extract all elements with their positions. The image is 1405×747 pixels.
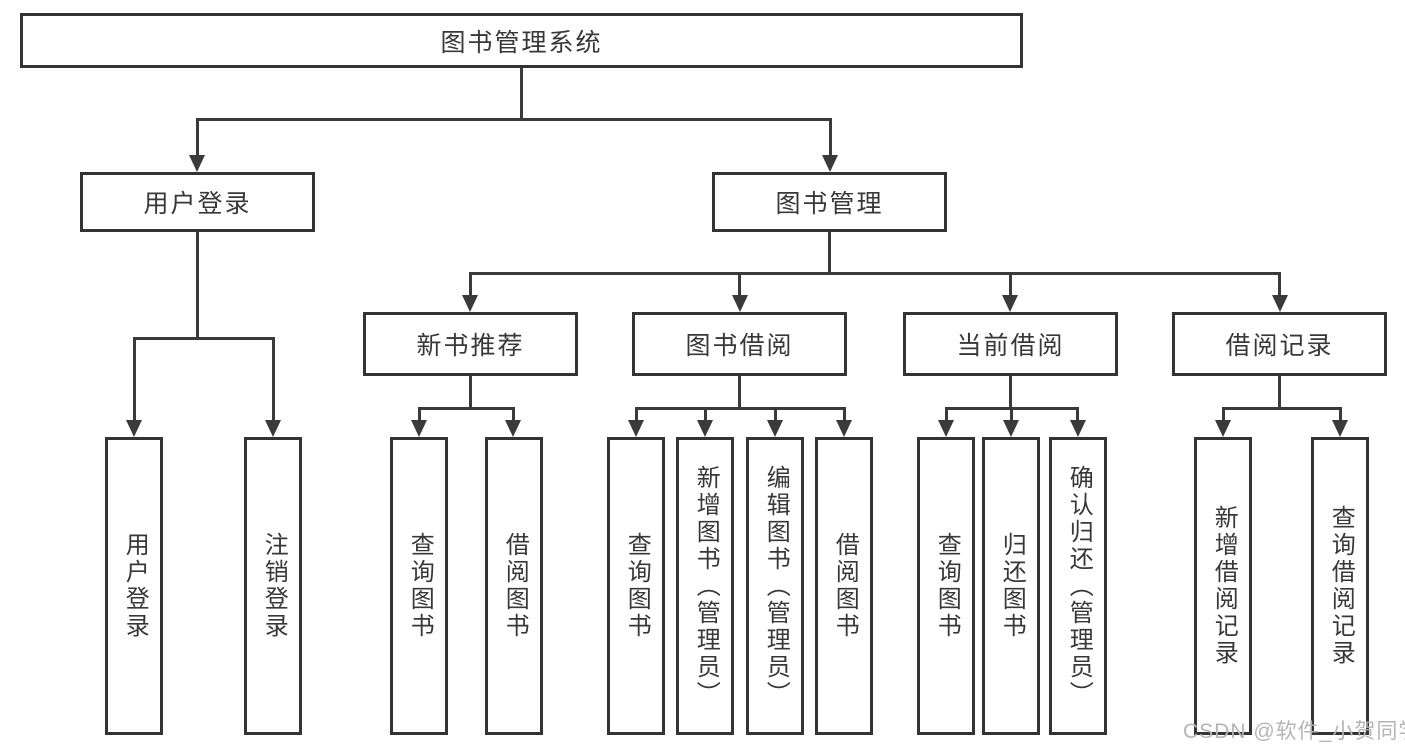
node-current-borrow: 当前借阅 xyxy=(903,312,1118,376)
node-book-borrow: 图书借阅 xyxy=(632,312,847,376)
connector-bb-stub xyxy=(738,376,741,407)
connector-to-cb-return xyxy=(1010,407,1013,421)
arrow-down-icon xyxy=(189,155,205,172)
node-bb-add-book: 新增图书（管理员） xyxy=(676,437,734,735)
arrow-down-icon xyxy=(126,420,142,437)
arrow-down-icon xyxy=(1070,420,1086,437)
connector-cb-stub xyxy=(1009,376,1012,407)
node-br-add-record-label: 新增借阅记录 xyxy=(1210,505,1238,667)
arrow-down-icon xyxy=(938,420,954,437)
connector-to-book-borrow xyxy=(738,272,741,296)
node-book-management: 图书管理 xyxy=(712,172,947,232)
connector-to-br-add xyxy=(1222,407,1225,421)
node-book-borrow-label: 图书借阅 xyxy=(685,332,794,360)
connector-br-branch xyxy=(1222,407,1341,410)
node-cb-confirm-return-label: 确认归还（管理员） xyxy=(1065,464,1093,708)
connector-root-branch xyxy=(196,118,832,121)
node-cb-query-book-label: 查询图书 xyxy=(933,532,961,640)
arrow-down-icon xyxy=(836,420,852,437)
node-current-borrow-label: 当前借阅 xyxy=(956,332,1065,360)
connector-nb-stub xyxy=(469,376,472,407)
arrow-down-icon xyxy=(411,420,427,437)
arrow-down-icon xyxy=(697,420,713,437)
node-bb-add-book-label: 新增图书（管理员） xyxy=(692,464,720,708)
node-user-login-label: 用户登录 xyxy=(143,190,252,218)
connector-to-current-borrow xyxy=(1009,272,1012,296)
node-cb-query-book: 查询图书 xyxy=(917,437,975,735)
arrow-down-icon xyxy=(1003,420,1019,437)
connector-to-bb-borrow xyxy=(843,407,846,421)
connector-book-management-stub xyxy=(828,232,831,272)
connector-user-login-branch xyxy=(133,337,275,340)
connector-to-cb-confirm xyxy=(1076,407,1079,421)
node-ul-logout-label: 注销登录 xyxy=(260,532,288,640)
connector-root-stub xyxy=(520,68,523,118)
arrow-down-icon xyxy=(732,295,748,312)
node-br-query-record: 查询借阅记录 xyxy=(1311,437,1369,735)
node-nb-query-book: 查询图书 xyxy=(390,437,448,735)
arrow-down-icon xyxy=(1332,420,1348,437)
connector-to-nb-query xyxy=(418,407,421,421)
node-cb-confirm-return: 确认归还（管理员） xyxy=(1049,437,1107,735)
node-bb-query-book-label: 查询图书 xyxy=(623,532,651,640)
node-bb-edit-book-label: 编辑图书（管理员） xyxy=(762,464,790,708)
node-new-book-recommend-label: 新书推荐 xyxy=(416,332,525,360)
node-nb-borrow-book: 借阅图书 xyxy=(485,437,543,735)
connector-to-bb-add xyxy=(704,407,707,421)
arrow-down-icon xyxy=(505,420,521,437)
connector-nb-branch xyxy=(418,407,515,410)
node-user-login: 用户登录 xyxy=(80,172,315,232)
arrow-down-icon xyxy=(628,420,644,437)
node-root-label: 图书管理系统 xyxy=(440,28,603,57)
connector-to-ul-logout xyxy=(272,337,275,421)
connector-to-user-login xyxy=(196,118,199,156)
node-ul-user-login-label: 用户登录 xyxy=(121,532,149,640)
node-new-book-recommend: 新书推荐 xyxy=(363,312,578,376)
csdn-watermark: CSDN @软件_小贺同学 xyxy=(1183,720,1405,743)
node-bb-borrow-book-label: 借阅图书 xyxy=(831,532,859,640)
arrow-down-icon xyxy=(1002,295,1018,312)
node-cb-return-book-label: 归还图书 xyxy=(998,532,1026,640)
connector-to-nb-borrow xyxy=(512,407,515,421)
node-ul-logout: 注销登录 xyxy=(244,437,302,735)
node-bb-edit-book: 编辑图书（管理员） xyxy=(746,437,804,735)
connector-to-bb-edit xyxy=(774,407,777,421)
node-br-add-record: 新增借阅记录 xyxy=(1194,437,1252,735)
connector-to-cb-query xyxy=(945,407,948,421)
connector-user-login-stub xyxy=(196,232,199,337)
node-cb-return-book: 归还图书 xyxy=(982,437,1040,735)
connector-to-book-management xyxy=(829,118,832,156)
node-ul-user-login: 用户登录 xyxy=(105,437,163,735)
connector-br-stub xyxy=(1278,376,1281,407)
connector-to-br-query xyxy=(1339,407,1342,421)
connector-to-borrow-records xyxy=(1278,272,1281,296)
node-root: 图书管理系统 xyxy=(20,13,1023,68)
node-nb-borrow-book-label: 借阅图书 xyxy=(501,532,529,640)
arrow-down-icon xyxy=(822,155,838,172)
arrow-down-icon xyxy=(1272,295,1288,312)
arrow-down-icon xyxy=(1215,420,1231,437)
node-nb-query-book-label: 查询图书 xyxy=(406,532,434,640)
connector-to-ul-user-login xyxy=(133,337,136,421)
arrow-down-icon xyxy=(767,420,783,437)
arrow-down-icon xyxy=(265,420,281,437)
arrow-down-icon xyxy=(462,295,478,312)
connector-to-bb-query xyxy=(635,407,638,421)
connector-book-management-branch xyxy=(469,272,1281,275)
node-bb-borrow-book: 借阅图书 xyxy=(815,437,873,735)
node-bb-query-book: 查询图书 xyxy=(607,437,665,735)
connector-to-new-book-recommend xyxy=(469,272,472,296)
node-br-query-record-label: 查询借阅记录 xyxy=(1327,505,1355,667)
node-borrow-records-label: 借阅记录 xyxy=(1225,332,1334,360)
node-borrow-records: 借阅记录 xyxy=(1172,312,1387,376)
node-book-management-label: 图书管理 xyxy=(775,190,884,218)
connector-bb-branch xyxy=(635,407,845,410)
